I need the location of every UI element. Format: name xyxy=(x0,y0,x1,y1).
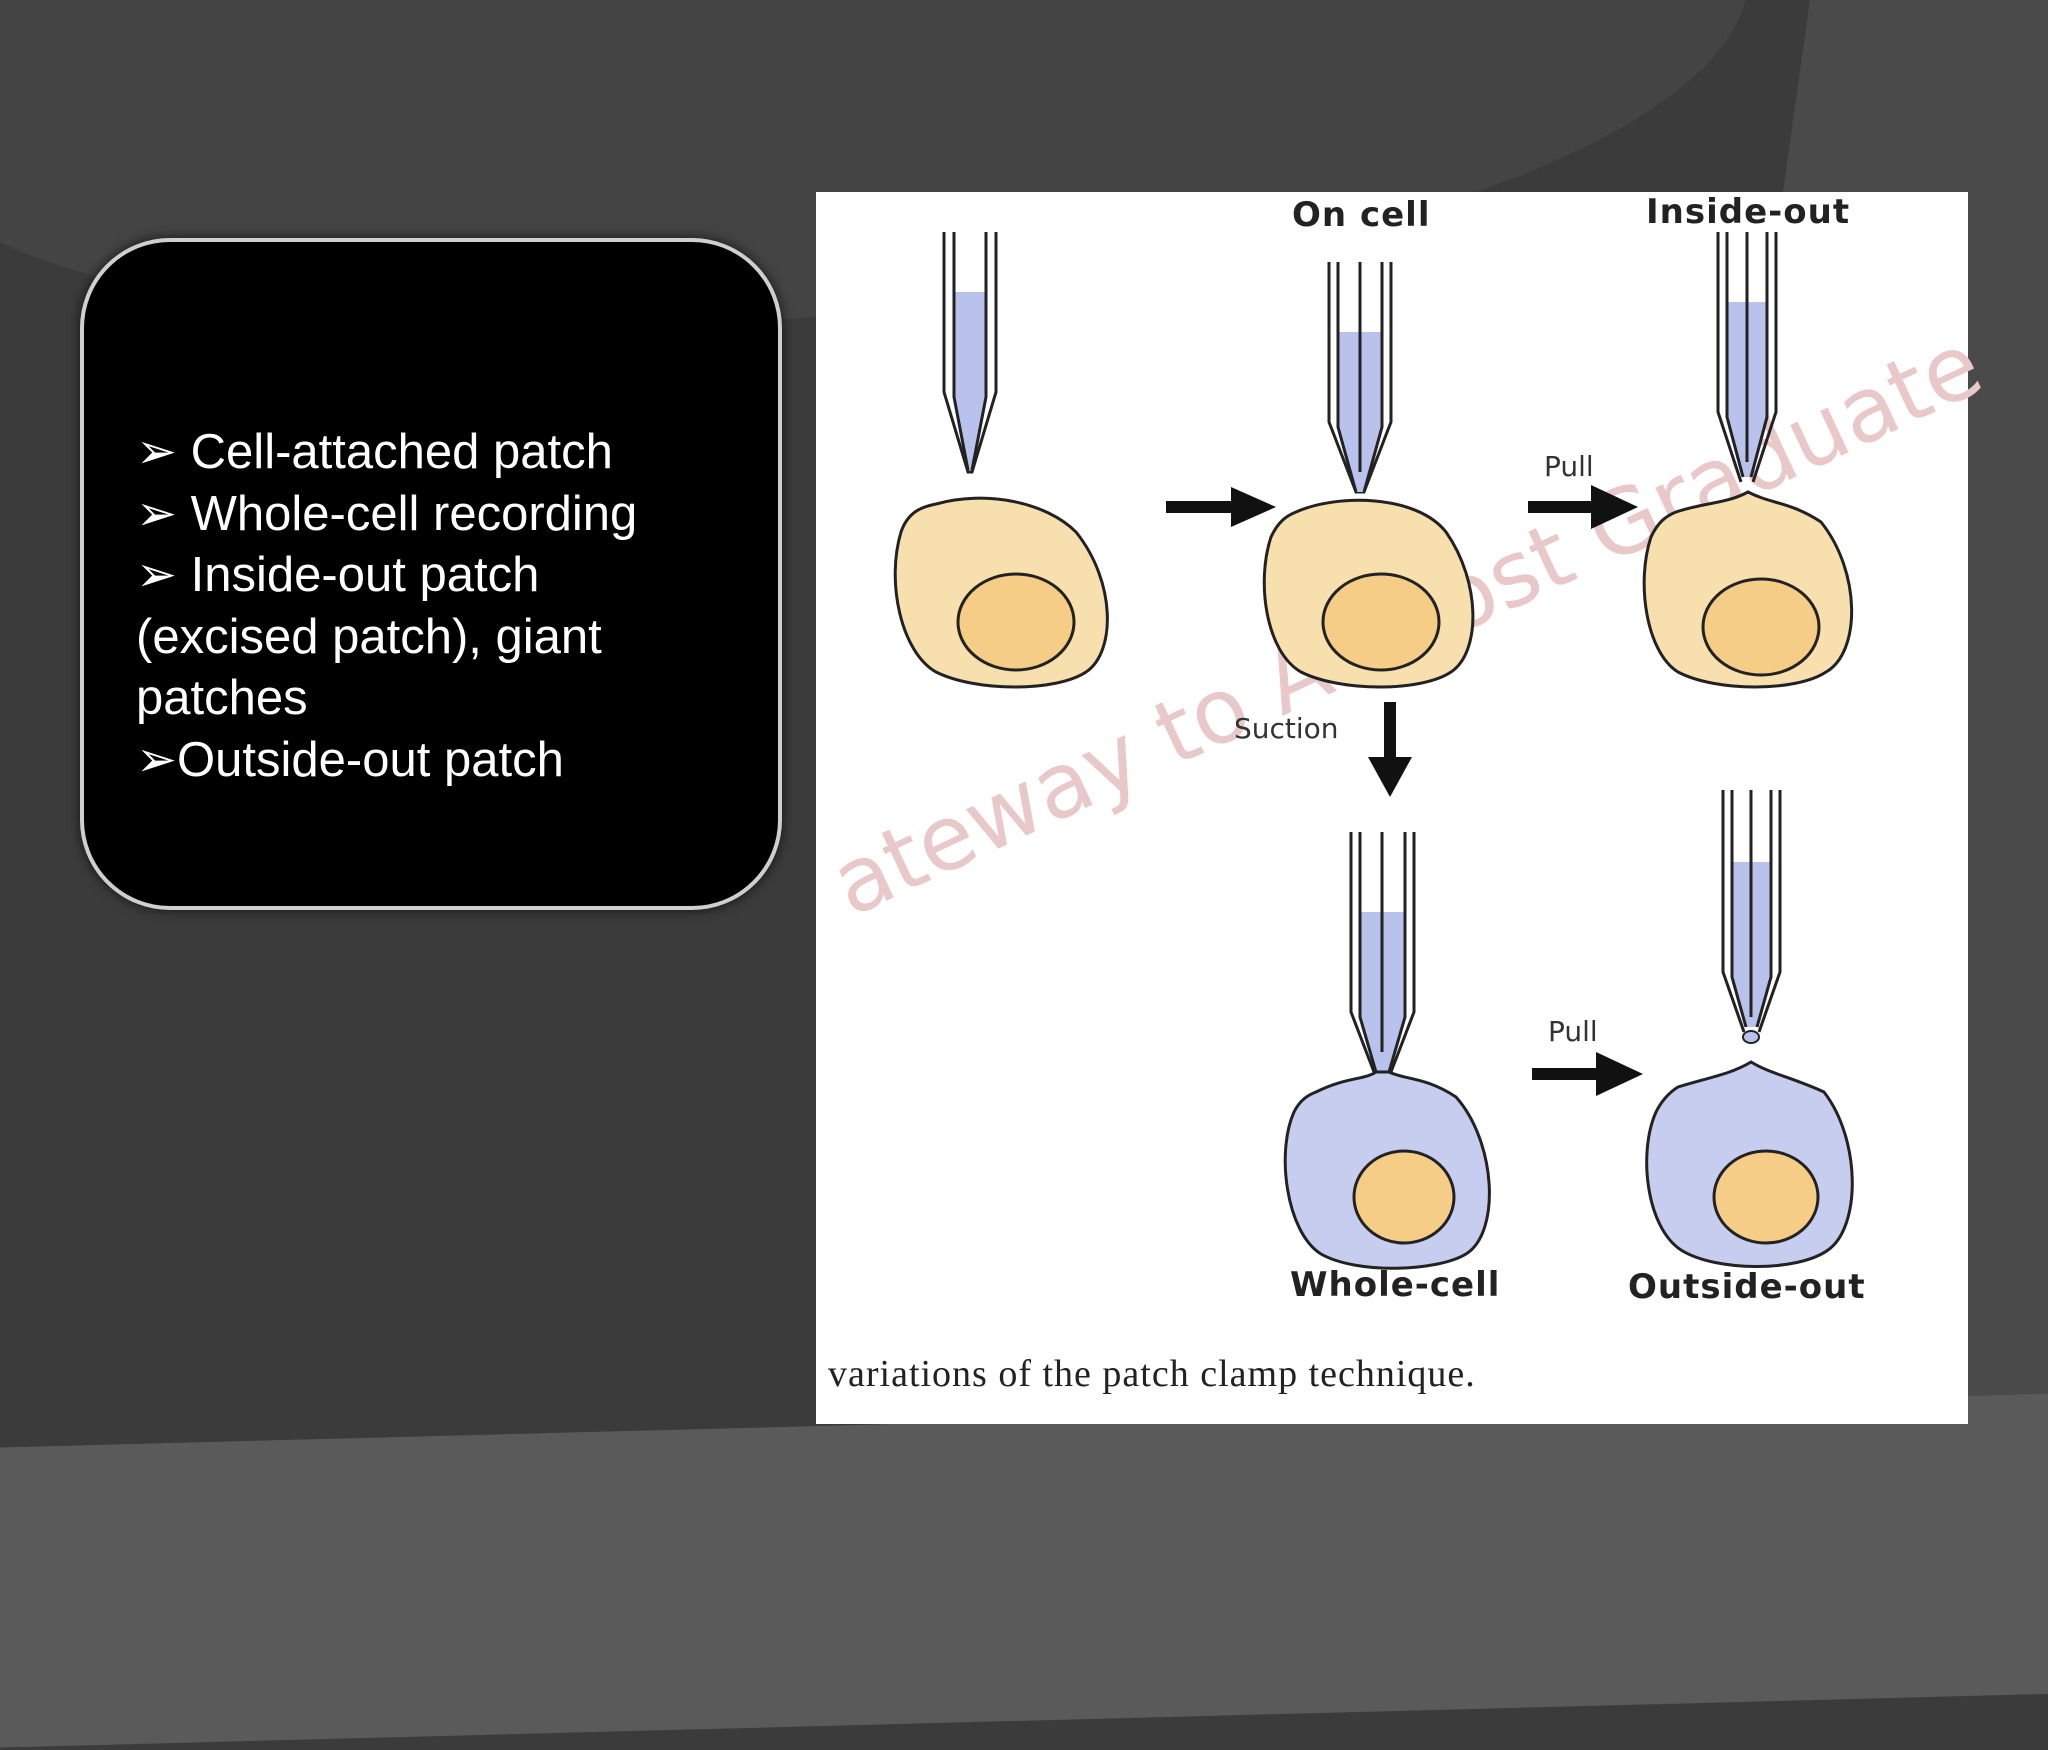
cell-inside-out xyxy=(1642,232,1854,689)
patch-clamp-diagram xyxy=(893,232,1854,1270)
bullet-item: ➢ Whole-cell recording xyxy=(136,486,638,541)
cell-outside-out xyxy=(1645,790,1854,1268)
bullet-text-box: ➢ Cell-attached patch ➢ Whole-cell recor… xyxy=(80,238,782,910)
label-whole-cell: Whole-cell xyxy=(1290,1265,1501,1305)
background-shape-bottom xyxy=(0,1389,2048,1750)
arrow-right-1 xyxy=(1166,487,1276,527)
arrow-pull-bottom xyxy=(1532,1052,1643,1096)
cell-approach xyxy=(893,232,1109,689)
label-pull-top: Pull xyxy=(1544,450,1594,483)
arrow-suction xyxy=(1368,702,1412,797)
bullet-item: ➢ Cell-attached patch xyxy=(136,425,613,479)
bullet-item: patches xyxy=(136,671,308,725)
cell-on-cell xyxy=(1262,262,1475,689)
bullet-list: ➢ Cell-attached patch ➢ Whole-cell recor… xyxy=(136,422,746,791)
bullet-item: (excised patch), giant xyxy=(136,609,602,664)
arrow-pull-top xyxy=(1528,485,1638,529)
label-on-cell: On cell xyxy=(1292,195,1431,235)
label-pull-bottom: Pull xyxy=(1548,1015,1598,1048)
figure-caption: variations of the patch clamp technique. xyxy=(828,1353,1476,1395)
bullet-item: ➢Outside-out patch xyxy=(136,732,564,787)
label-inside-out: Inside-out xyxy=(1646,192,1851,232)
bullet-item: ➢ Inside-out patch xyxy=(136,548,540,602)
label-suction: Suction xyxy=(1234,712,1339,745)
label-outside-out: Outside-out xyxy=(1628,1267,1866,1307)
cell-whole-cell xyxy=(1283,832,1491,1270)
patch-clamp-figure: ateway to All Post Graduate xyxy=(816,192,1997,1424)
